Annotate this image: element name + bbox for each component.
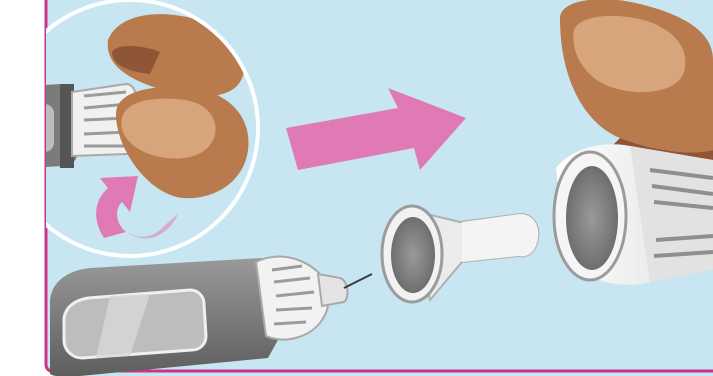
rotate-arrow-icon	[96, 176, 138, 238]
thumb-right	[560, 0, 713, 165]
insulin-pen	[50, 255, 373, 376]
magnified-view	[46, 0, 260, 258]
outer-needle-cap	[552, 144, 713, 285]
arrow-right-icon	[286, 88, 466, 170]
inner-needle-cap	[380, 204, 540, 304]
